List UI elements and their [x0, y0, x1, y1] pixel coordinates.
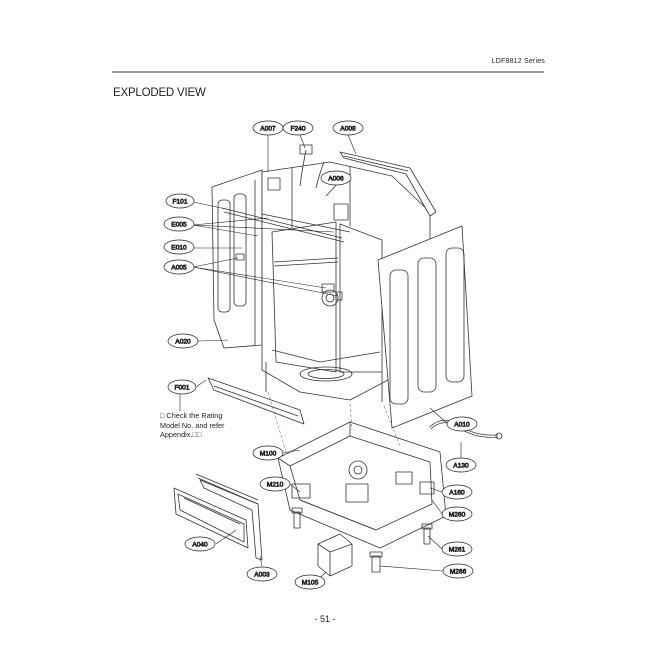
- callout-a005: A005: [163, 259, 195, 275]
- svg-text:A020: A020: [175, 339, 191, 346]
- leader-lines: [179, 134, 462, 579]
- callout-m105: M105: [294, 574, 326, 590]
- header-rule: [112, 71, 544, 73]
- callout-f101: F101: [165, 193, 195, 209]
- callout-a008: A008: [332, 120, 364, 136]
- pump-box: [317, 533, 353, 577]
- page-number: - 51 -: [314, 614, 336, 624]
- svg-text:F001: F001: [174, 385, 189, 392]
- callout-m266: M266: [442, 563, 474, 579]
- svg-text:M210: M210: [267, 482, 284, 489]
- svg-text:A007: A007: [260, 126, 276, 133]
- callout-a006: A006: [320, 170, 352, 186]
- svg-text:M266: M266: [450, 569, 467, 576]
- base-assembly: [277, 421, 447, 549]
- callout-a160: A160: [441, 484, 473, 500]
- svg-text:M260: M260: [449, 512, 466, 519]
- page-title: EXPLODED VIEW: [113, 87, 206, 99]
- svg-text:M100: M100: [260, 451, 277, 458]
- note-line-1: □ Check the Rating: [160, 411, 223, 420]
- leveling-legs: [291, 507, 433, 573]
- svg-text:A008: A008: [340, 126, 356, 133]
- left-side-panel: [211, 169, 263, 349]
- note-line-2: Model No. and refer: [160, 420, 225, 430]
- series-label: LDF8812 Series: [491, 58, 545, 65]
- callout-e010: E010: [163, 239, 195, 255]
- svg-text:A010: A010: [454, 422, 470, 429]
- svg-text:A005: A005: [171, 265, 187, 272]
- callout-f240: F240: [282, 120, 314, 136]
- svg-text:M261: M261: [449, 547, 466, 554]
- right-side-panel: [377, 225, 473, 429]
- svg-text:F240: F240: [290, 126, 305, 133]
- explode-guides: [267, 391, 401, 453]
- callout-m261: M261: [441, 541, 473, 557]
- top-gasket: [339, 151, 437, 217]
- rating-note: □ Check the Rating Model No. and refer A…: [160, 411, 225, 440]
- brackets: [221, 207, 351, 301]
- front-kick-panels: [173, 473, 263, 561]
- svg-text:A006: A006: [328, 176, 344, 183]
- svg-text:F101: F101: [172, 199, 187, 206]
- callout-a007: A007: [252, 120, 284, 136]
- callout-m210: M210: [259, 476, 291, 492]
- svg-text:A003: A003: [254, 572, 270, 579]
- callout-a020: A020: [167, 333, 199, 349]
- svg-text:E010: E010: [171, 245, 187, 252]
- callout-a130: A130: [445, 457, 477, 473]
- svg-text:A160: A160: [449, 490, 465, 497]
- svg-text:A040: A040: [192, 542, 208, 549]
- svg-text:A130: A130: [453, 463, 469, 470]
- callout-a040: A040: [184, 536, 216, 552]
- callout-bubbles: A007 F240 A008 A006 F101 E005 E010 A005 …: [163, 120, 478, 590]
- callout-e005: E005: [163, 216, 195, 232]
- svg-text:E005: E005: [171, 222, 187, 229]
- callout-a010: A010: [446, 416, 478, 432]
- front-strip: [207, 377, 305, 425]
- callout-m260: M260: [441, 506, 473, 522]
- callout-m100: M100: [252, 445, 284, 461]
- svg-text:M105: M105: [302, 580, 319, 587]
- callout-a003: A003: [246, 566, 278, 582]
- callout-f001: F001: [167, 379, 197, 395]
- dishwasher-line-art: [173, 144, 503, 577]
- note-line-3: Appendix.□□: [160, 430, 202, 440]
